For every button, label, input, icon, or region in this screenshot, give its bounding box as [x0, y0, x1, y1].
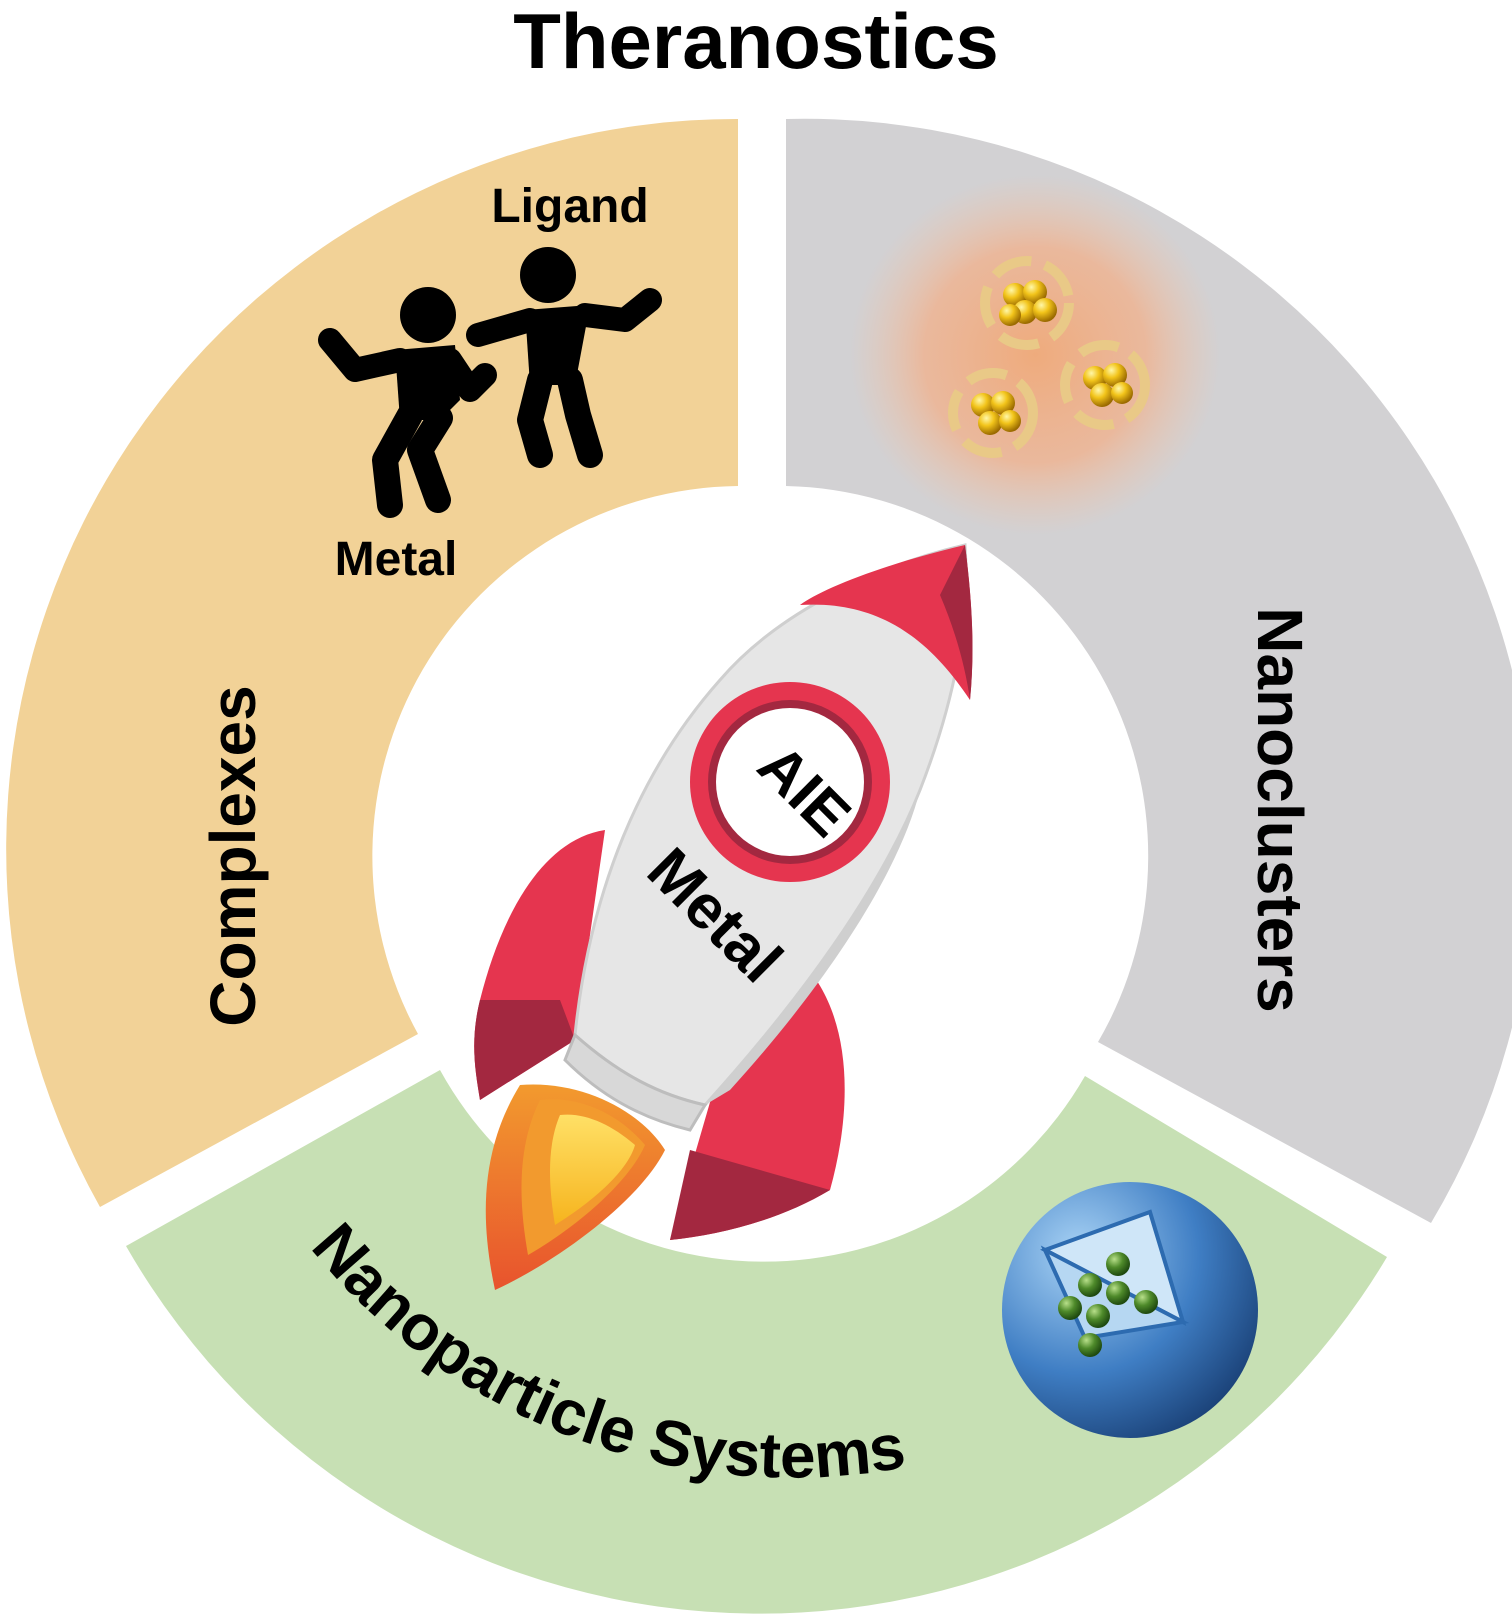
cluster-2	[1060, 340, 1150, 430]
segment-complexes	[6, 118, 739, 1207]
ligand-label: Ligand	[491, 180, 648, 233]
gold-nanocluster-icon	[850, 175, 1220, 535]
two-dancing-people-icon	[318, 247, 662, 518]
cluster-1	[980, 256, 1074, 350]
label-complexes: Complexes	[197, 685, 269, 1026]
label-nanoclusters: Nanoclusters	[1244, 607, 1316, 1012]
page-title: Theranostics	[513, 0, 998, 85]
cluster-3	[948, 368, 1038, 458]
nanoparticle-sphere-icon	[1002, 1182, 1258, 1438]
metal-label-complexes: Metal	[335, 533, 458, 586]
rocket-icon: AIE Metal	[474, 543, 973, 1290]
